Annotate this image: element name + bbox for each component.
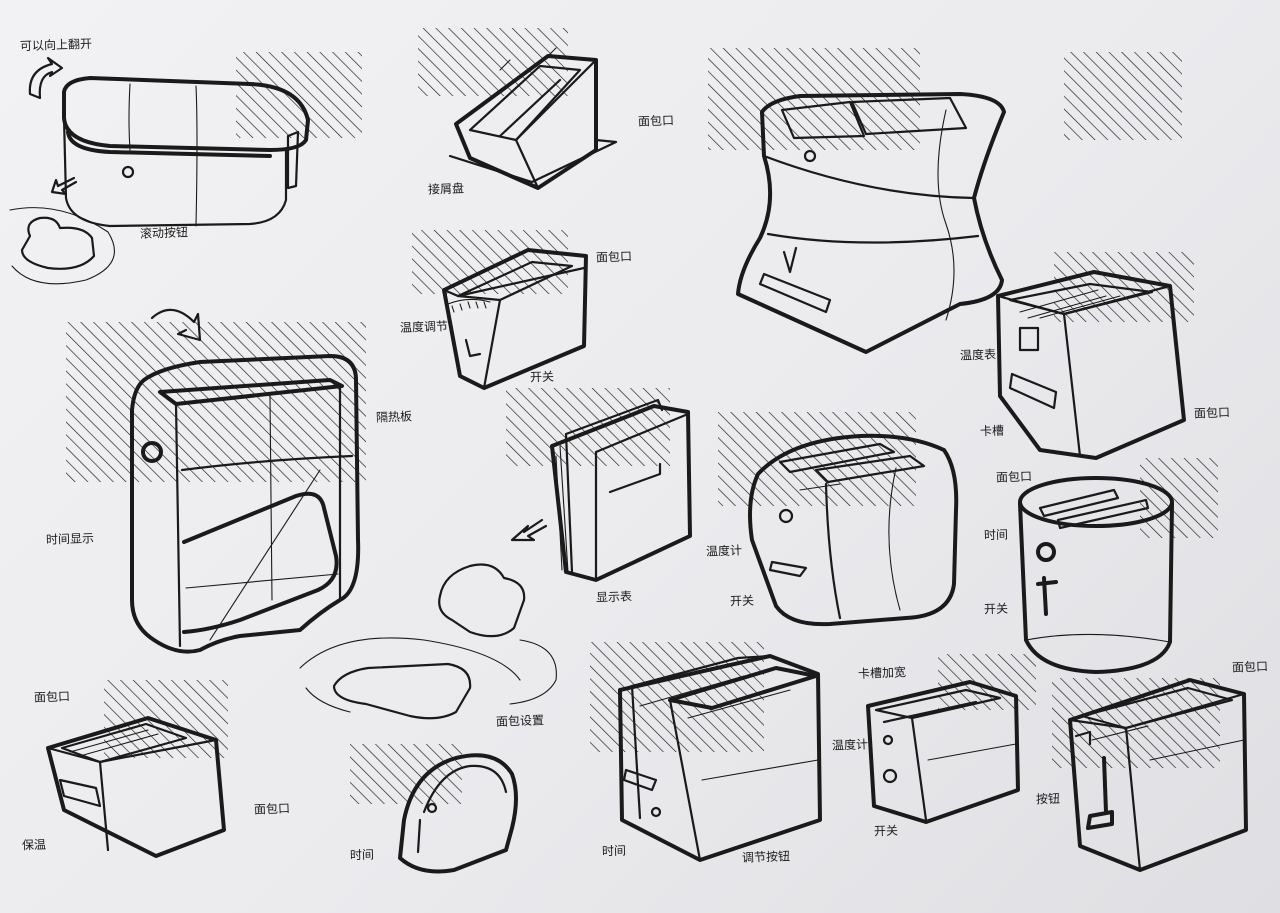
- label-s6-time: 时间显示: [45, 531, 95, 547]
- label-s14-slot: 面包口: [1231, 659, 1269, 675]
- sketch-slant-toaster: [448, 47, 618, 190]
- label-s2-tray: 接屑盘: [427, 181, 465, 197]
- label-s10-slot: 面包口: [253, 801, 291, 817]
- label-s7-meter: 显示表: [595, 589, 633, 605]
- sketch-medium-toaster: [866, 680, 1020, 824]
- label-s12-button: 调节按钮: [741, 849, 791, 865]
- label-s8-switch: 开关: [729, 593, 755, 609]
- label-s14-button: 按钮: [1035, 791, 1061, 807]
- label-s3-dial: 温度调节: [399, 319, 449, 335]
- sketch-panel-toaster: [299, 398, 692, 720]
- label-s11-time: 时间: [349, 847, 375, 863]
- sketch-hourglass-toaster: [736, 92, 1006, 354]
- label-s8-temp: 温度计: [705, 543, 743, 559]
- sketch-rounded-toaster: [748, 433, 959, 627]
- hatch-shadows: [66, 28, 1220, 804]
- label-s9-timer: 时间: [983, 527, 1009, 543]
- sketch-arch-toaster: [398, 753, 518, 874]
- label-s13-temp: 温度计: [831, 737, 869, 753]
- label-s6-panel: 隔热板: [375, 409, 413, 425]
- label-s10-warm: 保温: [21, 837, 47, 853]
- sketch-display-toaster: [130, 308, 361, 654]
- label-top-note: 可以向上翻开: [19, 36, 93, 54]
- sketch-cylinder-toaster: [1018, 476, 1174, 674]
- label-s13-switch: 开关: [873, 823, 899, 839]
- label-s10-bread: 面包口: [33, 689, 71, 705]
- sketch-lever-toaster: [1068, 678, 1248, 872]
- label-s5-indicator: 温度表: [959, 347, 997, 363]
- label-s3-slot: 面包口: [595, 249, 633, 265]
- label-s12-time: 时间: [601, 843, 627, 859]
- label-s2-slot: 面包口: [637, 113, 675, 129]
- sketch-small-toaster: [46, 716, 226, 858]
- label-s11-button: 面包设置: [495, 713, 545, 729]
- sketch-indicator-toaster: [996, 270, 1186, 460]
- label-s9-slot: 面包口: [995, 469, 1033, 485]
- label-s1-button: 滚动按钮: [139, 225, 189, 241]
- label-s13-slot: 卡槽加宽: [857, 665, 907, 681]
- label-s5-slot: 卡槽: [979, 423, 1005, 439]
- label-s9-button: 开关: [983, 601, 1009, 617]
- label-s3-switch: 开关: [529, 369, 555, 385]
- sketch-flip-toaster: [9, 56, 310, 285]
- sketch-box-toaster: [618, 654, 822, 862]
- sketch-dial-toaster: [442, 248, 588, 390]
- label-s5-bread: 面包口: [1193, 405, 1231, 421]
